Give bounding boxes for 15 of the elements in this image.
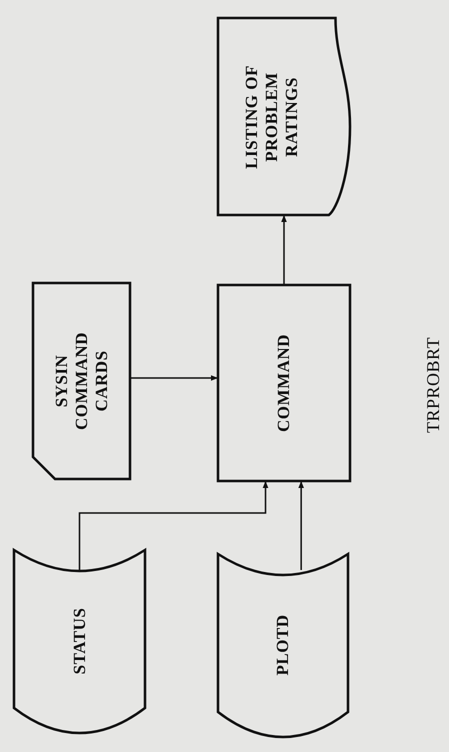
node-label: COMMAND [274,333,294,434]
arrow [78,481,268,571]
storage-tape-shape [14,548,145,734]
arrow [298,481,304,570]
program-name: TRPROBRT [423,336,443,435]
arrow [130,375,218,381]
arrow [281,215,287,285]
process-box [218,285,350,481]
node-label: LISTING OF PROBLEM RATINGS [242,64,302,171]
node-label: STATUS [70,606,90,676]
punched-card-shape [33,283,130,479]
node-label: PLOTD [273,613,293,678]
node-label: SYSIN COMMAND CARDS [52,331,112,432]
storage-tape-shape [218,552,348,738]
document-shape [218,18,350,215]
